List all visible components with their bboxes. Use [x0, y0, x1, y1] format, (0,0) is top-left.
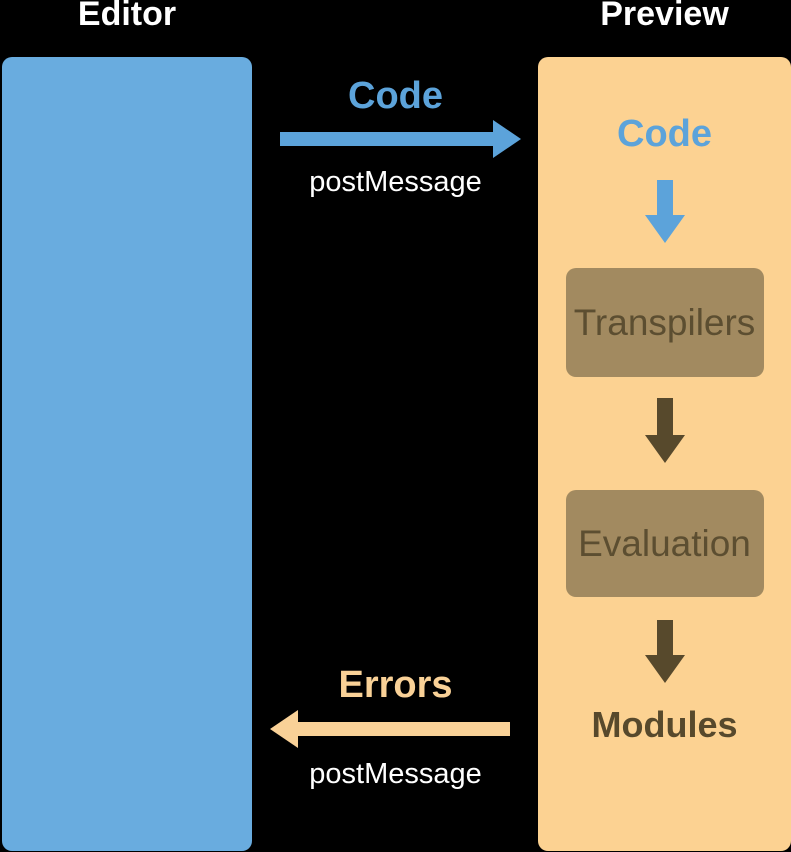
- arrow-shaft: [656, 398, 673, 435]
- code-message-label: Code: [348, 75, 443, 117]
- arrow-shaft: [297, 722, 510, 736]
- evaluation-stage-label: Evaluation: [578, 522, 751, 564]
- editor-title: Editor: [77, 0, 177, 33]
- postmessage-top-label: postMessage: [309, 166, 482, 198]
- arrow-head: [644, 215, 685, 243]
- down-arrow-icon: [644, 620, 685, 683]
- arrow-head: [644, 435, 685, 463]
- arrow-head: [644, 655, 685, 683]
- arrow-shaft: [656, 620, 673, 655]
- down-arrow-icon: [644, 398, 685, 463]
- code-flow-right-arrow-icon: [280, 120, 521, 158]
- arrow-shaft: [280, 132, 494, 146]
- editor-panel: [2, 57, 252, 851]
- transpilers-stage-box: Transpilers: [565, 268, 764, 377]
- arrow-head: [493, 120, 521, 158]
- arrow-head: [270, 710, 298, 748]
- preview-code-label: Code: [617, 113, 712, 155]
- postmessage-bottom-label: postMessage: [309, 758, 482, 790]
- preview-title: Preview: [600, 0, 729, 33]
- down-arrow-icon: [644, 180, 685, 243]
- evaluation-stage-box: Evaluation: [565, 490, 764, 597]
- transpilers-stage-label: Transpilers: [573, 301, 756, 343]
- errors-flow-left-arrow-icon: [270, 710, 510, 748]
- errors-message-label: Errors: [338, 664, 453, 706]
- preview-panel: Code Transpilers Evaluation Modules: [538, 57, 791, 851]
- arrow-shaft: [656, 180, 673, 215]
- modules-label: Modules: [591, 704, 738, 745]
